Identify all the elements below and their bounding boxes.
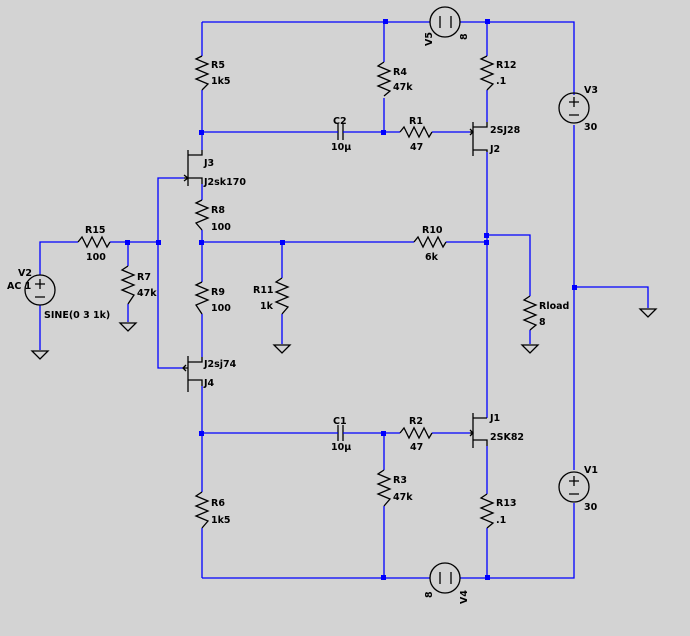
resistor-R7[interactable] xyxy=(120,265,136,305)
label-R12-name: R12 xyxy=(496,60,517,71)
voltage-source-V5[interactable] xyxy=(429,6,461,38)
label-C1-name: C1 xyxy=(333,416,347,427)
resistor-R11[interactable] xyxy=(274,277,290,315)
junctions xyxy=(125,19,577,580)
label-V4-value: 8 xyxy=(424,591,435,598)
label-V5-value: 8 xyxy=(459,33,470,40)
resistor-R8[interactable] xyxy=(194,199,210,231)
ground-symbol xyxy=(520,344,540,354)
voltage-source-V3[interactable] xyxy=(558,92,590,124)
resistor-R4[interactable] xyxy=(376,61,392,97)
voltage-source-V1[interactable] xyxy=(558,471,590,503)
label-V3-name: V3 xyxy=(584,85,598,96)
label-R9-value: 100 xyxy=(211,303,231,314)
label-R7-value: 47k xyxy=(137,288,157,299)
label-R13-value: .1 xyxy=(496,515,506,526)
resistor-R9[interactable] xyxy=(194,281,210,315)
label-R8-name: R8 xyxy=(211,205,225,216)
jfet-J2[interactable] xyxy=(469,122,488,156)
label-R10-value: 6k xyxy=(425,252,439,263)
label-V3-value: 30 xyxy=(584,122,598,133)
voltage-source-V4[interactable] xyxy=(429,562,461,594)
resistor-R5[interactable] xyxy=(194,55,210,91)
wires xyxy=(39,21,649,579)
label-J1-name: J1 xyxy=(489,413,500,424)
label-R4-name: R4 xyxy=(393,67,407,78)
label-R15-value: 100 xyxy=(86,252,106,263)
capacitor-C2[interactable] xyxy=(334,124,346,140)
label-R6-name: R6 xyxy=(211,498,225,509)
label-R5-value: 1k5 xyxy=(211,76,231,87)
label-R13-name: R13 xyxy=(496,498,517,509)
jfet-J4[interactable] xyxy=(182,356,203,392)
label-R9-name: R9 xyxy=(211,287,225,298)
label-R2-name: R2 xyxy=(409,416,423,427)
ground-symbol xyxy=(638,308,658,318)
label-V1-value: 30 xyxy=(584,502,598,513)
voltage-source-V2[interactable] xyxy=(24,274,56,306)
label-R1-name: R1 xyxy=(409,116,423,127)
label-V2-sine: SINE(0 3 1k) xyxy=(44,310,110,321)
label-R10-name: R10 xyxy=(422,225,443,236)
label-V4-name: V4 xyxy=(459,590,470,604)
ground-symbol xyxy=(272,344,292,354)
jfet-J1[interactable] xyxy=(469,413,488,448)
label-R7-name: R7 xyxy=(137,272,151,283)
label-R15-name: R15 xyxy=(85,225,106,236)
resistor-R6[interactable] xyxy=(194,491,210,529)
label-J3-name: J3 xyxy=(203,158,214,169)
label-C1-value: 10µ xyxy=(331,442,351,453)
label-J1-value: 2SK82 xyxy=(490,432,524,443)
label-R11-value: 1k xyxy=(260,301,274,312)
label-R2-value: 47 xyxy=(410,442,423,453)
resistor-R2[interactable] xyxy=(399,426,433,440)
label-J3-value: J2sk170 xyxy=(203,177,246,188)
label-R3-value: 47k xyxy=(393,492,413,503)
label-V2-name: V2 xyxy=(18,268,32,279)
resistor-R15[interactable] xyxy=(77,235,111,249)
label-R1-value: 47 xyxy=(410,142,423,153)
label-Rload-value: 8 xyxy=(539,317,546,328)
label-J4-value: J2sj74 xyxy=(203,359,237,370)
ground-symbol xyxy=(30,350,50,360)
label-C2-name: C2 xyxy=(333,116,347,127)
resistor-R3[interactable] xyxy=(376,469,392,507)
resistor-Rload[interactable] xyxy=(522,295,538,331)
label-J2-value: 2SJ28 xyxy=(490,125,521,136)
label-R11-name: R11 xyxy=(253,285,274,296)
label-R3-name: R3 xyxy=(393,475,407,486)
label-R4-value: 47k xyxy=(393,82,413,93)
label-V2-ac: AC 1 xyxy=(7,281,31,292)
resistor-R12[interactable] xyxy=(479,55,495,91)
label-R5-name: R5 xyxy=(211,60,225,71)
resistor-R13[interactable] xyxy=(479,493,495,529)
jfet-J3[interactable] xyxy=(183,150,203,186)
resistor-R10[interactable] xyxy=(413,235,447,249)
capacitor-C1[interactable] xyxy=(334,425,346,441)
label-Rload-name: Rload xyxy=(539,301,569,312)
label-R12-value: .1 xyxy=(496,76,506,87)
label-V5-name: V5 xyxy=(424,32,435,46)
label-J4-name: J4 xyxy=(203,378,215,389)
resistor-R1[interactable] xyxy=(399,125,433,139)
label-R6-value: 1k5 xyxy=(211,515,231,526)
label-R8-value: 100 xyxy=(211,222,231,233)
label-J2-name: J2 xyxy=(489,144,500,155)
label-C2-value: 10µ xyxy=(331,142,351,153)
ground-symbol xyxy=(118,322,138,332)
label-V1-name: V1 xyxy=(584,465,598,476)
